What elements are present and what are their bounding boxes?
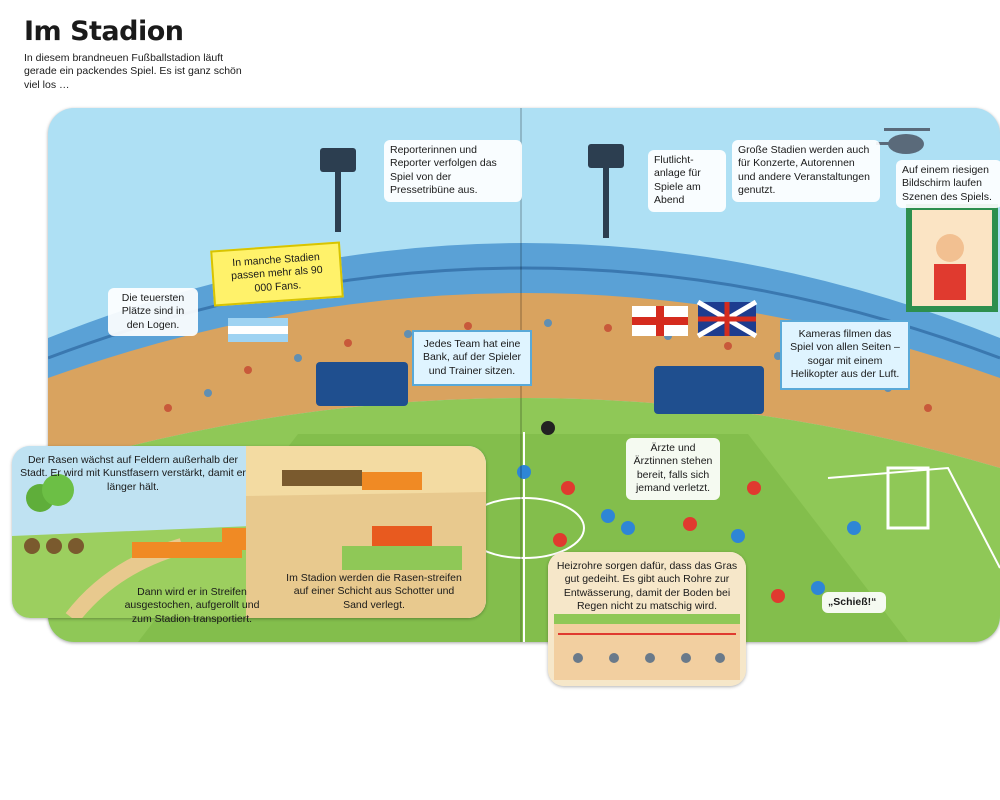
shout-label: „Schieß!“ xyxy=(822,592,886,614)
goal xyxy=(886,466,930,530)
page-title: Im Stadion xyxy=(24,16,184,47)
note-doctors: Ärzte und Ärztinnen stehen bereit, falls… xyxy=(626,438,720,500)
players xyxy=(517,421,861,603)
flap-heating-text: Heizrohre sorgen dafür, dass das Gras gu… xyxy=(556,560,738,613)
note-bench: Jedes Team hat eine Bank, auf der Spiele… xyxy=(412,330,532,387)
note-screen: Auf einem riesigen Bildschirm laufen Sze… xyxy=(896,160,1000,209)
flap-grass-illustration xyxy=(12,446,486,618)
flap-grass[interactable] xyxy=(12,446,486,618)
bench-right xyxy=(654,366,764,414)
note-cameras: Kameras filmen das Spiel von allen Seite… xyxy=(780,320,910,390)
note-floodlight: Flutlicht-anlage für Spiele am Abend xyxy=(648,150,726,212)
note-concerts: Große Stadien werden auch für Konzerte, … xyxy=(732,140,880,202)
big-screen xyxy=(906,204,998,312)
flap-laying-text: Im Stadion werden die Rasen-streifen auf… xyxy=(286,572,462,611)
bench-left xyxy=(316,362,408,406)
floodlight-left xyxy=(320,148,356,232)
helicopter xyxy=(876,128,930,154)
flap-heating[interactable] xyxy=(548,552,746,686)
flap-grass-text: Der Rasen wächst auf Feldern außerhalb d… xyxy=(20,454,246,493)
note-boxes: Die teuersten Plätze sind in den Logen. xyxy=(108,288,198,337)
floodlight-right xyxy=(588,144,624,238)
flap-heating-illustration xyxy=(548,552,746,686)
flap-strips-text: Dann wird er in Streifen ausgestochen, a… xyxy=(124,586,260,625)
note-press: Reporterinnen und Reporter verfolgen das… xyxy=(384,140,522,202)
note-capacity: In manche Stadien passen mehr als 90 000… xyxy=(210,241,344,307)
page-intro: In diesem brandneuen Fußballstadion läuf… xyxy=(24,52,242,91)
